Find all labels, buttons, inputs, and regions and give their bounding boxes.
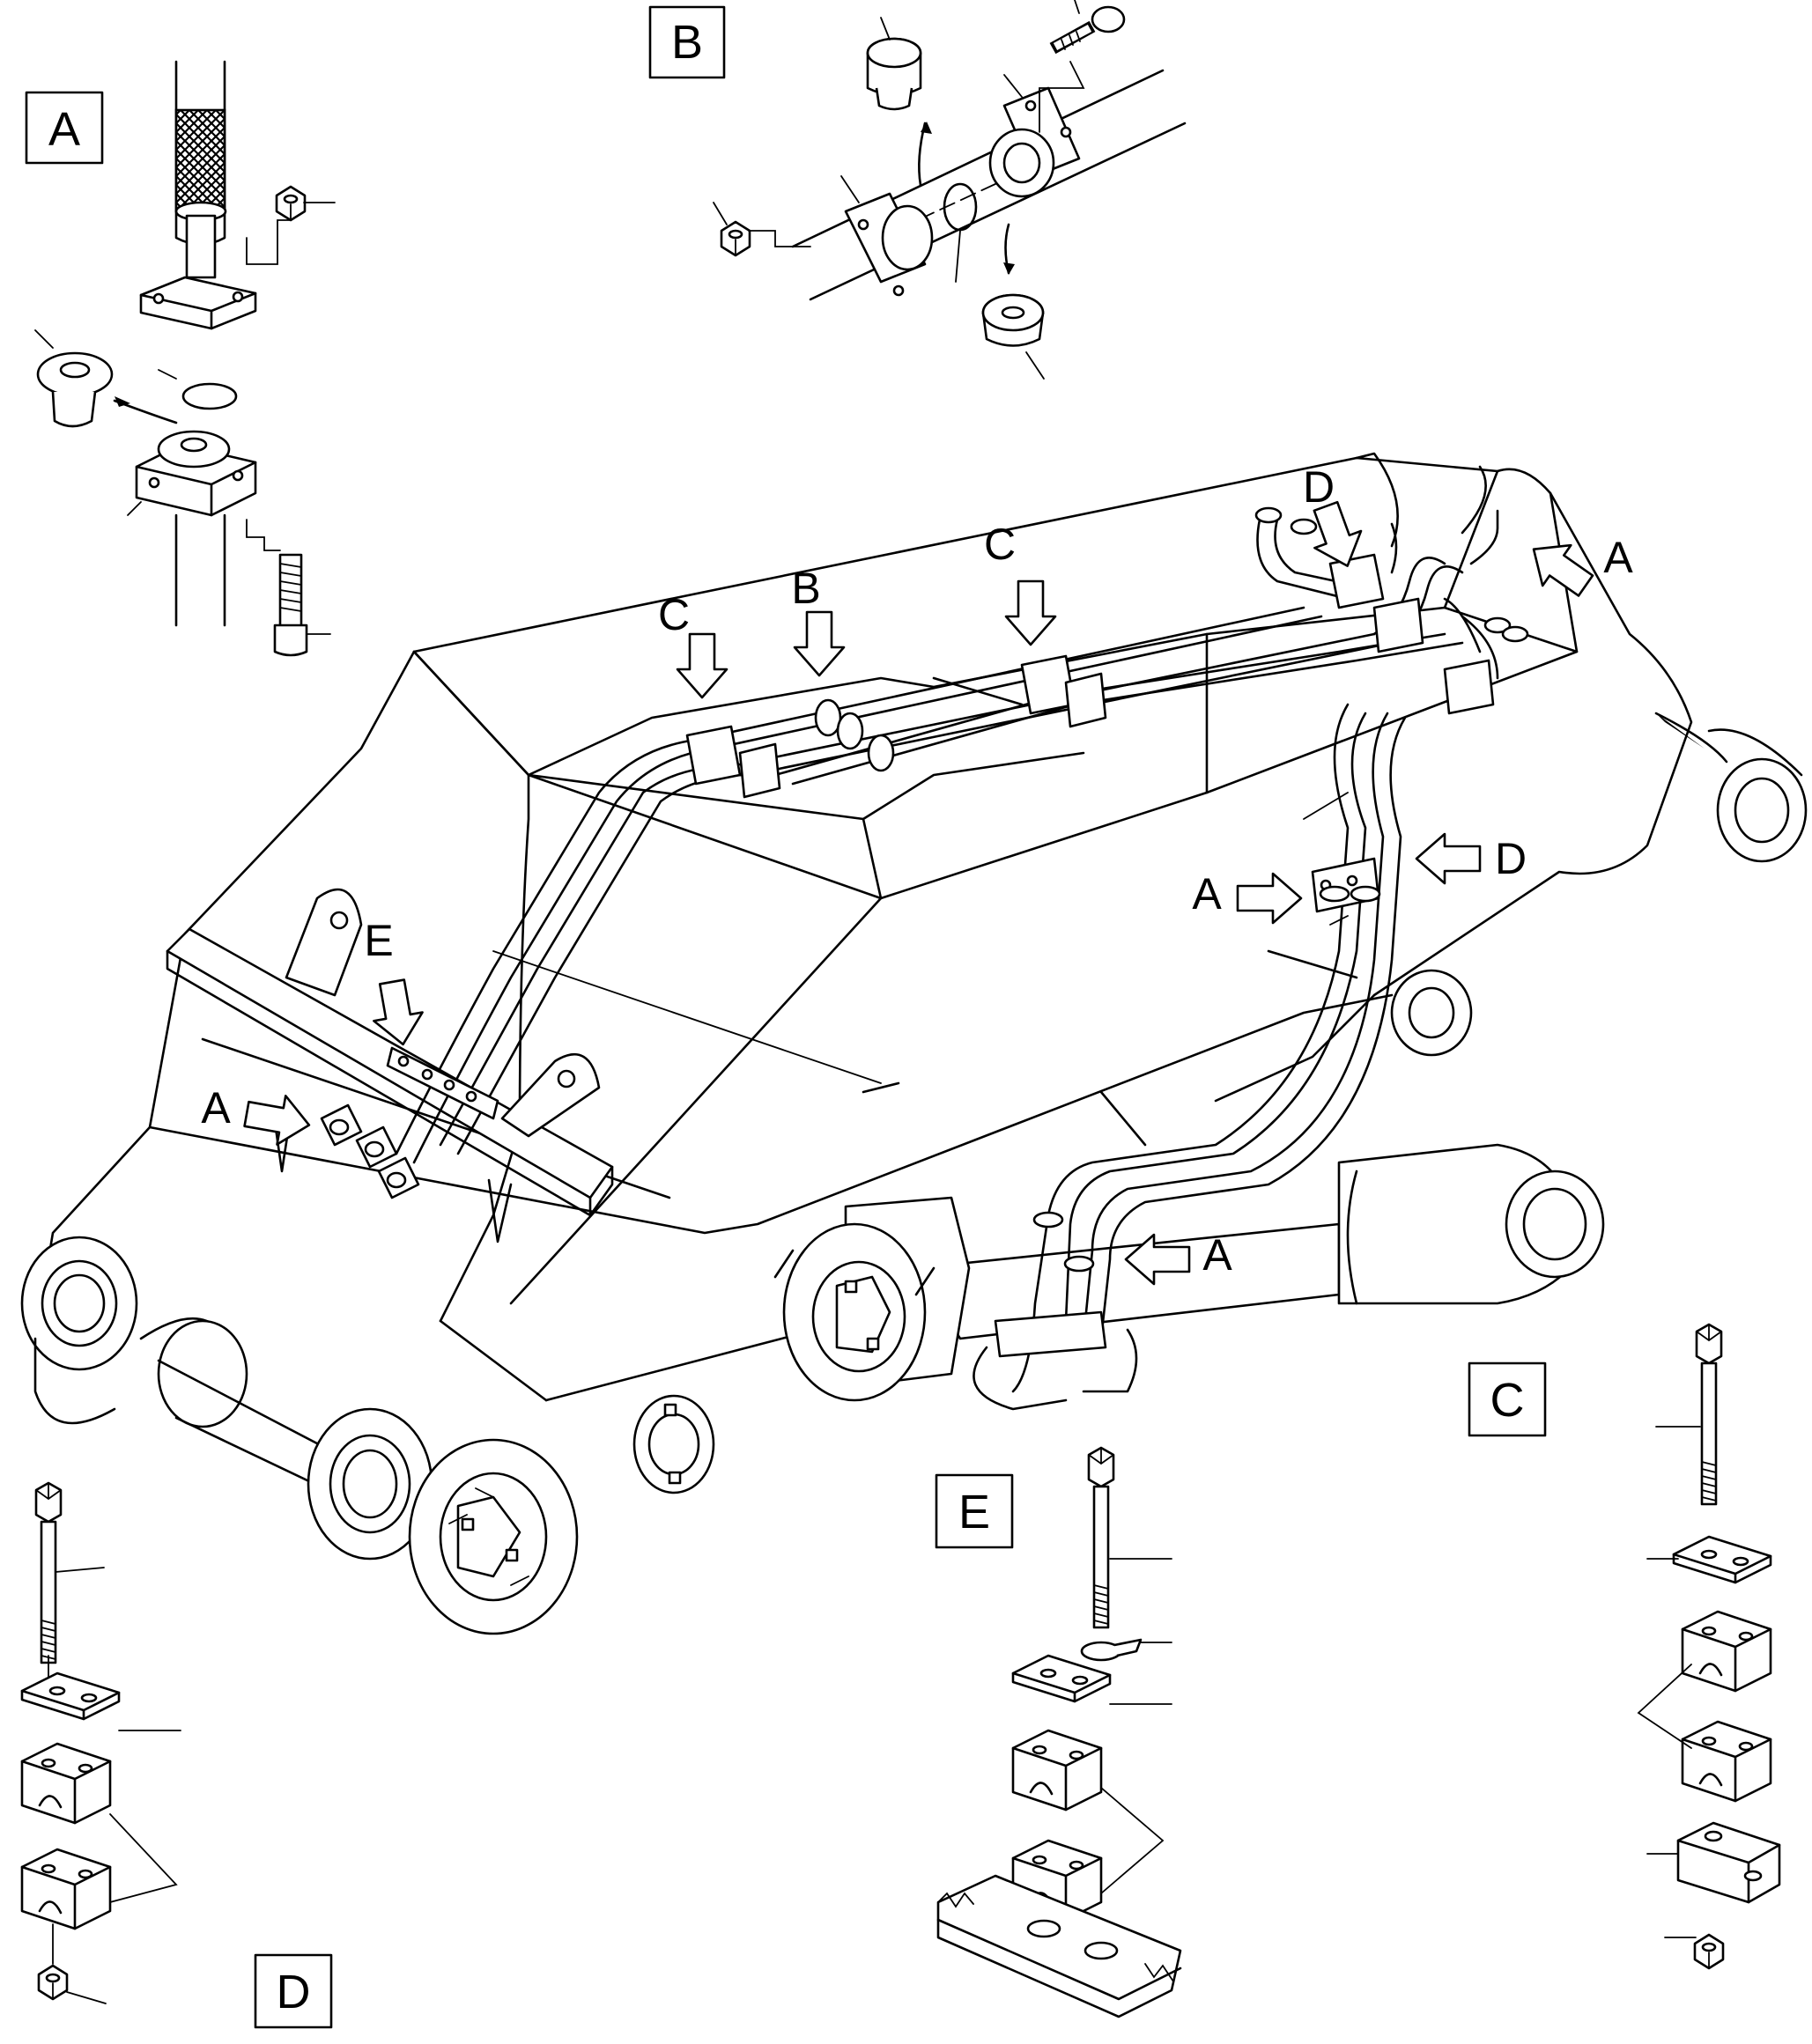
callout-e-left: E <box>364 916 393 965</box>
arrow-d-right <box>1415 832 1482 885</box>
pipe-joint-b <box>814 698 895 772</box>
hydraulic-cylinder <box>773 1143 1605 1411</box>
plug-b-top <box>866 17 932 187</box>
cylinder-head-flange <box>773 1196 971 1402</box>
hex-nut-b <box>720 220 751 257</box>
mounting-rail-e <box>936 1874 1182 2018</box>
callout-a-mid-right: A <box>1192 869 1222 919</box>
pipe-clamps <box>386 553 1495 1358</box>
callout-c-left: C <box>658 590 690 639</box>
plug-b-bottom <box>981 223 1045 380</box>
detail-a-flange-assembly: A <box>25 60 336 657</box>
detail-b-label: B <box>671 16 703 69</box>
detail-e-box <box>935 1473 1014 1549</box>
detail-e-label: E <box>958 1486 990 1539</box>
callout-c-mid: C <box>984 520 1016 569</box>
nut-d <box>37 1964 69 2001</box>
upper-clamp-half-e <box>1011 1729 1103 1812</box>
nut-c <box>1693 1933 1725 1970</box>
detail-a-label: A <box>48 103 80 156</box>
lower-flange-half <box>127 430 281 627</box>
lower-clamp-half-c <box>1681 1720 1772 1803</box>
callout-a-bottom: A <box>1202 1230 1232 1280</box>
pipe-collars-a <box>1032 885 1381 1273</box>
boom-top-face <box>412 456 1499 777</box>
boom-cylinder-mount <box>1390 969 1473 1057</box>
flange-right-b <box>988 74 1081 198</box>
callout-a-left: A <box>201 1083 231 1133</box>
detail-d-clamp-stack: D <box>20 1481 333 2029</box>
callout-a-top-right: A <box>1603 533 1633 582</box>
detail-c-box <box>1468 1361 1547 1437</box>
cap-screw-b <box>1039 0 1126 133</box>
detail-b-box <box>648 5 726 79</box>
dust-cap-a <box>34 329 178 428</box>
boom-nose-lugs <box>20 1236 918 1635</box>
plate-d <box>20 1671 121 1721</box>
plate-e <box>1011 1654 1112 1703</box>
detail-d-box <box>254 1953 333 2029</box>
pipe-end-flanges-front <box>320 1103 420 1199</box>
bolt-e <box>1087 1446 1115 1629</box>
o-ring-a <box>158 369 238 410</box>
lock-washer-e <box>1080 1638 1172 1662</box>
upper-flange-half <box>139 276 257 330</box>
lower-clamp-half-d <box>20 1848 112 1930</box>
boom-foot-pivot <box>1654 712 1808 863</box>
hydraulic-pipes <box>320 506 1529 1393</box>
detail-d-label: D <box>277 1966 311 2018</box>
flange-left-b <box>840 175 934 297</box>
hex-nut-a <box>275 185 307 222</box>
callout-b-top: B <box>791 564 820 613</box>
upper-clamp-half-c <box>1681 1610 1772 1693</box>
plate-c <box>1672 1535 1772 1584</box>
callout-d-top: D <box>1303 462 1335 512</box>
o-ring-b <box>943 182 978 283</box>
bolt-c <box>1695 1323 1723 1506</box>
bracket-c <box>1646 1821 1781 1904</box>
bolt-d <box>34 1481 63 1664</box>
side-pin-boss <box>632 1394 715 1494</box>
arrow-a-top-right <box>1518 528 1601 608</box>
arrow-a-mid-right <box>1236 872 1303 925</box>
detail-a-box <box>25 91 104 165</box>
hose-braided <box>174 60 227 279</box>
detail-c-label: C <box>1490 1374 1525 1427</box>
arrow-a-left <box>240 1088 315 1151</box>
cap-screw-a <box>273 553 331 657</box>
detail-e-clamp-stack: E <box>935 1446 1182 2018</box>
detail-c-clamp-stack: C <box>1468 1323 1781 1970</box>
upper-clamp-half-d <box>20 1742 112 1825</box>
detail-b-pipe-joint: B <box>648 0 1187 380</box>
callout-d-right: D <box>1495 834 1527 883</box>
